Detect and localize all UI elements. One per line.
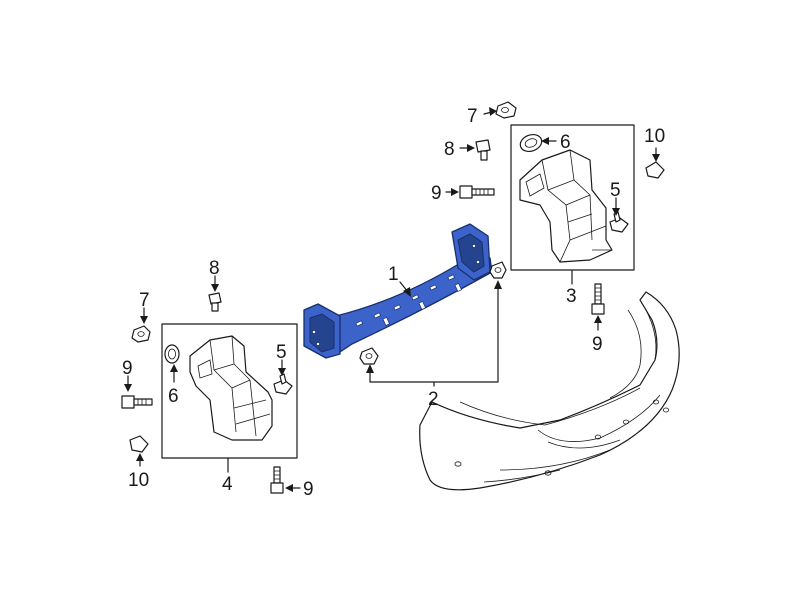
callout-6-right: 6 [560,132,571,153]
callout-1: 1 [388,264,399,285]
callout-8-left: 8 [209,258,220,279]
callout-9-left: 9 [122,358,133,379]
left-energy-absorber[interactable] [189,335,273,441]
callout-9-top: 9 [431,183,442,204]
bolt-right[interactable] [591,283,605,315]
left-bracket-box [161,323,298,459]
callout-8-top: 8 [444,139,455,160]
right-energy-absorber[interactable] [519,149,613,263]
callout-5-left: 5 [276,342,287,363]
callout-7-left: 7 [139,290,150,311]
pin-bolt-left[interactable] [208,292,222,312]
clip-right[interactable] [609,211,629,233]
bar-nut-right[interactable] [489,261,507,279]
callout-2: 2 [428,389,439,410]
callout-9-bottom: 9 [303,479,314,500]
leader-lines [124,107,660,492]
bolt-bottom[interactable] [270,466,284,494]
grommet-left[interactable] [164,344,180,364]
nut-left[interactable] [131,325,151,343]
callout-10-right: 10 [644,126,665,147]
callout-6-left: 6 [168,386,179,407]
bolt-top[interactable] [459,185,495,199]
callout-10-left: 10 [128,470,149,491]
grommet-right[interactable] [518,132,544,155]
retainer-clip-left[interactable] [129,435,149,453]
callout-5-right: 5 [610,180,621,201]
callout-7-top: 7 [467,106,478,127]
nut-top[interactable] [495,101,517,119]
bumper-reinforcement-bar[interactable] [303,223,493,359]
callout-9-right: 9 [592,334,603,355]
bumper-cover[interactable] [419,291,680,491]
callout-4: 4 [222,474,233,495]
bar-nut-left[interactable] [359,347,379,365]
pin-bolt-top[interactable] [475,139,491,161]
clip-left[interactable] [273,373,293,395]
callout-3: 3 [566,286,577,307]
bolt-left[interactable] [121,395,153,409]
retainer-clip-right[interactable] [645,161,665,179]
